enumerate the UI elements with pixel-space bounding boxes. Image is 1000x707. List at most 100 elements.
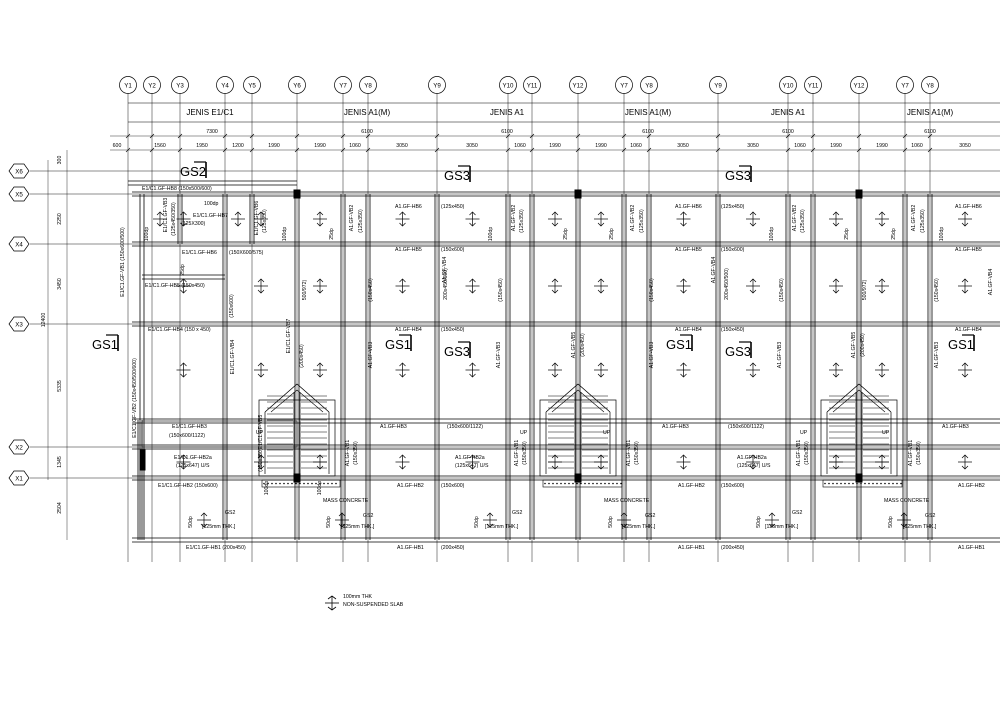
beam-label-vertical: A1.GF-VB3 [649,342,655,369]
beam-label-vertical: E1/C1.GF-VB6 [254,201,260,236]
slab-marker-arrow [399,289,406,294]
dimension-sub: 1990 [830,143,842,149]
dimension-tick [340,133,346,139]
dimension-tick [340,147,346,153]
beam-label-vertical: 200x450/500) [724,268,730,300]
beam-label-vertical: 25dp [180,264,186,276]
beam-label: GS2 [925,513,935,519]
concrete-hatch-dot [608,482,610,485]
concrete-hatch-dot [840,482,842,485]
beam-label: (150x600) [441,247,465,253]
beam-label-vertical: E1/C1.GF-VB4 [230,340,236,375]
slab-marker-arrow [316,454,324,459]
dimension-tick [222,133,228,139]
beam-label-vertical: (150x350) [353,441,359,465]
beam-label-vertical: E1/C1.GF-VB1 (150x600/500) [120,227,126,297]
dimension-sub: 1060 [911,143,923,149]
beam-label-vertical: (150x450) [498,278,504,302]
zone-label: JENIS E1/C1 [186,108,234,117]
concrete-hatch-dot [291,482,293,485]
dimension-sub: 1560 [154,143,166,149]
beam-label: E1/C1.GF-HB6 [182,250,217,256]
slab-markers [153,211,972,528]
slab-span-marker [313,454,327,470]
beam-label: [125mm THK.] [765,524,799,530]
slab-marker-arrow [469,222,476,227]
beam-label-vertical: E1/C1.GF-VB2 (150x450/500/600) [132,358,138,438]
grid-bubble-col [216,76,234,94]
slab-marker-arrow [749,222,757,227]
slab-marker-arrow [257,465,265,470]
mass-concrete-strip [822,479,903,488]
grid-bubble-col [243,76,261,94]
grid-label-col: Y4 [221,82,229,89]
stair-roof [270,389,324,413]
beam-label: (150x600/1122) [447,424,483,430]
slab-span-marker [594,211,608,227]
slab-marker-arrow [832,211,840,216]
slab-marker-arrow [316,373,324,378]
section-mark-label: GS3 [725,168,751,183]
slab-marker-arrow [469,211,476,216]
beam-label-vertical: (150x350) [804,441,810,465]
staircase [258,383,336,477]
slab-marker-arrow [200,523,208,528]
dimension-tick [125,147,131,153]
slab-marker-arrow [551,465,559,470]
dimension-sub: 1990 [549,143,561,149]
slab-span-marker [335,512,349,528]
slab-marker-arrow [961,373,969,378]
section-mark-label: GS3 [444,344,470,359]
concrete-hatch-dot [323,482,325,485]
dimension-tick [434,133,440,139]
slab-marker-arrow [680,289,687,294]
slab-marker-arrow [597,289,605,294]
concrete-hatch-dot [620,482,622,485]
beam-label: E1/C1.GF-HB4 (150 x 450) [148,327,211,333]
beam-label: (150x600) [721,483,745,489]
section-mark-label: GS2 [180,164,206,179]
beam-label: [125mm THK.] [341,524,375,530]
slab-marker-arrow [961,222,969,227]
dimension-overall: 6100 [782,129,794,135]
beam-label: [125mm THK.] [202,524,236,530]
dimension-sub: 600 [113,143,122,149]
concrete-hatch-dot [600,482,602,485]
concrete-hatch-dot [824,482,826,485]
slab-marker-arrow [749,278,757,283]
concrete-hatch-dot [828,482,830,485]
slab-span-marker [254,454,268,470]
dimension-tick [294,133,300,139]
grid-bubble-col [850,76,868,94]
slab-span-marker [254,278,268,294]
slab-marker-arrow [486,523,494,528]
slab-span-marker [676,362,691,378]
slab-marker-arrow [749,211,757,216]
slab-marker-arrow [680,373,687,378]
dimension-row: 5335 [57,380,63,392]
dimension-tick [621,147,627,153]
grid-label-col: Y11 [808,82,819,89]
beam-label-vertical: A1.GF-VB1 [345,440,351,467]
beam-label: (150x600) [441,483,465,489]
dimension-sub: 1990 [268,143,280,149]
concrete-hatch-dot [279,482,281,485]
beam-label-vertical: (150x450) [649,278,655,302]
beam-label-vertical: (150x450) [368,278,374,302]
grid-label-col: Y7 [620,82,628,89]
beam-label-vertical: 50dp [756,516,762,528]
grid-bubble-row [8,316,30,332]
slab-span-marker [313,362,327,378]
stair-outline [539,399,617,477]
slab-marker-arrow [749,454,757,459]
grid-bubble-col [896,76,914,94]
beam-label: A1.GF-HB2a [737,455,767,461]
zone-label: JENIS A1 [771,108,806,117]
concrete-hatch-dot [544,482,546,485]
slab-span-marker [829,278,843,294]
grid-label-col: Y1 [124,82,132,89]
slab-span-marker [395,454,410,470]
slab-span-marker [829,362,843,378]
beam-label: E1/C1.GF-HB2a [174,455,212,461]
